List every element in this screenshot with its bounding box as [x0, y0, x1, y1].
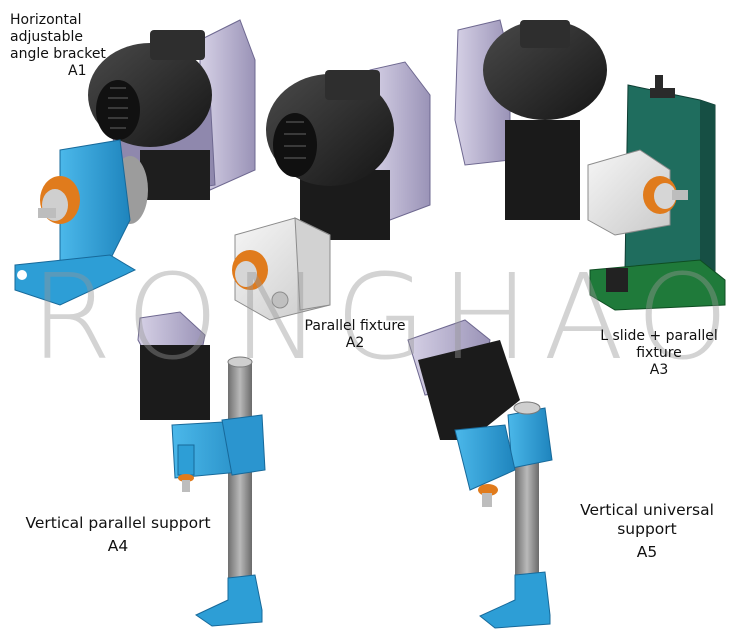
- label-a2-code: A2: [345, 335, 365, 352]
- unit-a1-drawing: [14, 19, 256, 306]
- label-a2: Parallel fixture A2: [300, 318, 410, 352]
- label-a4: Vertical parallel support A4: [20, 514, 216, 556]
- label-a2-line1: Parallel fixture: [304, 318, 406, 334]
- label-a4-code: A4: [107, 536, 129, 555]
- label-a1-code: A1: [68, 63, 87, 80]
- label-a3: L slide + parallel fixture A3: [576, 328, 742, 379]
- unit-a3-drawing: [454, 19, 726, 311]
- label-a3-line1: L slide + parallel fixture: [600, 328, 718, 362]
- label-a5: Vertical universal support A5: [554, 501, 740, 562]
- unit-a5-drawing: [407, 319, 553, 629]
- unit-a4-drawing: [137, 311, 266, 627]
- unit-a2-drawing: [232, 61, 431, 321]
- label-a4-line1: Vertical parallel support: [25, 514, 211, 532]
- label-a3-code: A3: [649, 362, 669, 379]
- label-a1-line2: angle bracket: [10, 46, 106, 63]
- label-a1-line1: Horizontal adjustable: [10, 12, 83, 46]
- label-a5-line1: Vertical universal support: [580, 501, 714, 538]
- label-a1: Horizontal adjustable angle bracket A1: [10, 12, 110, 80]
- label-a5-code: A5: [636, 542, 658, 561]
- watermark-text: RONGHAO: [30, 248, 743, 386]
